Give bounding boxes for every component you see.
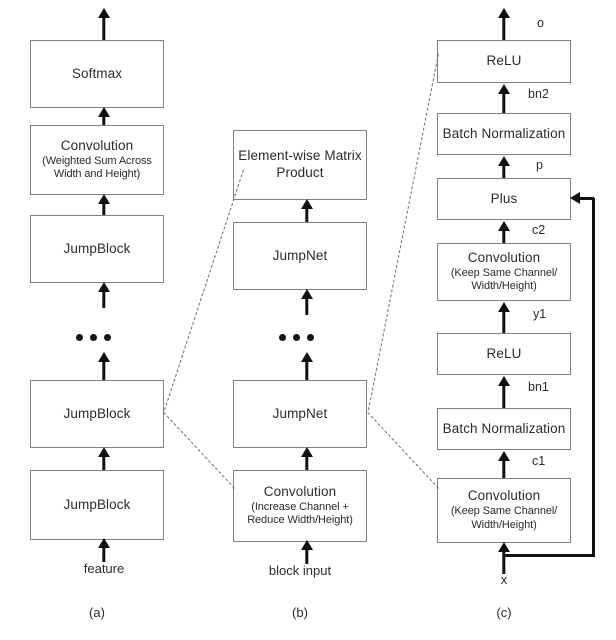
node-c-batch-normalization-bottom[interactable]: Batch Normalization: [437, 408, 571, 450]
node-a-softmax[interactable]: Softmax: [30, 40, 164, 108]
node-label: ReLU: [486, 345, 522, 361]
arrow-c-plus-to-bn2: [497, 156, 511, 180]
node-c-relu-bottom[interactable]: ReLU: [437, 333, 571, 375]
node-b-jumpnet-bottom[interactable]: JumpNet: [233, 380, 367, 448]
input-label-a: feature: [83, 561, 125, 576]
node-sublabel-2: Width/Height): [471, 518, 537, 531]
node-label: Plus: [490, 190, 518, 206]
caption-c: (c): [496, 605, 512, 620]
arrow-b-conv-to-jumpnet: [300, 447, 314, 471]
arrow-a-dots-to-block3: [97, 282, 111, 308]
node-label: Convolution: [263, 483, 337, 499]
node-c-convolution-bottom[interactable]: Convolution (Keep Same Channel/ Width/He…: [437, 478, 571, 543]
skip-connection-top-segment: [578, 197, 594, 201]
node-label: Convolution: [60, 137, 134, 153]
arrow-a-block3-to-conv: [97, 194, 111, 216]
node-sublabel-2: Width and Height): [53, 168, 141, 181]
node-label: JumpBlock: [63, 496, 131, 512]
node-a-jumpblock-top[interactable]: JumpBlock: [30, 215, 164, 283]
node-sublabel-1: Product: [276, 165, 324, 180]
arrow-c-in: [497, 542, 511, 574]
arrow-b-dots-to-jumpnet: [300, 289, 314, 315]
node-label: Softmax: [71, 65, 123, 81]
node-label: Batch Normalization: [442, 125, 566, 141]
node-label: Convolution: [467, 249, 541, 265]
arrow-c-conv2-to-plus: [497, 221, 511, 245]
node-c-batch-normalization-top[interactable]: Batch Normalization: [437, 113, 571, 155]
arrow-a-block2-to-dots: [97, 352, 111, 380]
ellipsis-b: [279, 334, 314, 341]
node-label: ReLU: [486, 53, 522, 69]
arrow-b-jumpnet-to-emp: [300, 199, 314, 223]
edge-label-c1: c1: [532, 454, 546, 468]
skip-connection-bottom-segment: [503, 554, 595, 558]
node-sublabel-2: Width/Height): [471, 280, 537, 293]
node-label: JumpNet: [272, 247, 328, 263]
node-sublabel-1: (Keep Same Channel/: [450, 266, 558, 279]
input-label-c: x: [500, 572, 508, 587]
node-label: Element-wise Matrix: [238, 148, 362, 164]
edge-label-bn1: bn1: [528, 380, 549, 394]
node-sublabel-1: (Increase Channel +: [251, 500, 349, 513]
arrow-c-bn1-to-relu1: [497, 376, 511, 409]
edge-label-p: p: [536, 158, 543, 172]
arrow-a-block1-to-block2: [97, 447, 111, 471]
skip-connection-vertical-segment: [592, 198, 596, 556]
arrow-b-jumpnet2-to-dots: [300, 352, 314, 380]
arrow-a-conv-to-softmax: [97, 107, 111, 127]
node-c-relu-top[interactable]: ReLU: [437, 40, 571, 83]
caption-b: (b): [292, 605, 308, 620]
arrow-a-out: [97, 8, 111, 42]
dashed-connector-b-to-c-upper: [368, 53, 439, 411]
node-b-convolution[interactable]: Convolution (Increase Channel + Reduce W…: [233, 470, 367, 542]
input-label-b: block input: [268, 563, 332, 578]
arrow-c-conv1-to-bn1: [497, 451, 511, 479]
node-label: JumpBlock: [63, 240, 131, 256]
skip-connection-arrowhead: [570, 191, 580, 204]
arrow-c-out: [497, 8, 511, 42]
node-b-jumpnet-top[interactable]: JumpNet: [233, 222, 367, 290]
edge-label-bn2: bn2: [528, 87, 549, 101]
caption-a: (a): [89, 605, 105, 620]
ellipsis-a: [76, 334, 111, 341]
node-a-jumpblock-mid[interactable]: JumpBlock: [30, 380, 164, 448]
arrow-b-in: [300, 540, 314, 564]
arrow-c-bn2-to-relu: [497, 84, 511, 114]
node-b-elementwise-matrix-product[interactable]: Element-wise Matrix Product: [233, 130, 367, 200]
arrow-a-in: [97, 538, 111, 562]
node-c-plus[interactable]: Plus: [437, 178, 571, 220]
node-label: JumpBlock: [63, 405, 131, 421]
dashed-connector-a-to-b-lower: [163, 412, 235, 489]
node-label: Batch Normalization: [442, 420, 566, 436]
node-label: JumpNet: [272, 405, 328, 421]
edge-label-y1: y1: [533, 307, 547, 321]
node-a-convolution[interactable]: Convolution (Weighted Sum Across Width a…: [30, 125, 164, 195]
edge-label-o: o: [537, 16, 544, 30]
node-sublabel-2: Reduce Width/Height): [247, 514, 353, 527]
edge-label-c2: c2: [532, 223, 546, 237]
node-c-convolution-top[interactable]: Convolution (Keep Same Channel/ Width/He…: [437, 243, 571, 301]
node-label: Convolution: [467, 488, 541, 504]
dashed-connector-a-to-b-upper: [164, 169, 244, 411]
node-a-jumpblock-bottom[interactable]: JumpBlock: [30, 470, 164, 540]
node-sublabel-1: (Keep Same Channel/: [450, 505, 558, 518]
node-sublabel-1: (Weighted Sum Across: [42, 154, 152, 167]
arrow-c-relu1-to-conv2: [497, 302, 511, 334]
dashed-connector-b-to-c-lower: [367, 412, 439, 489]
